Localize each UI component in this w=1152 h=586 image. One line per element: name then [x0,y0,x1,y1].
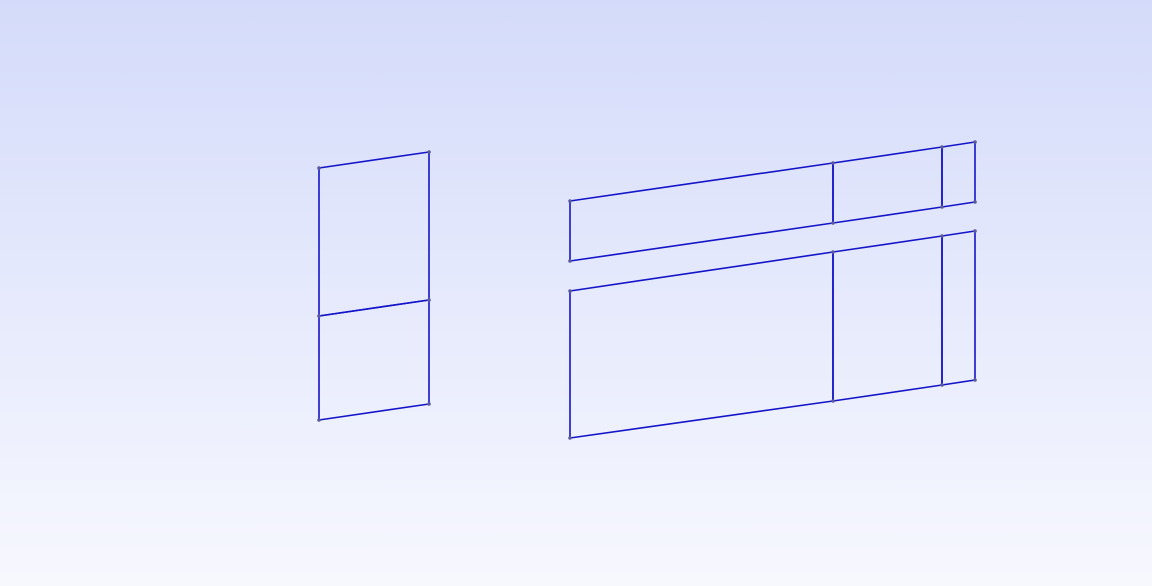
mesh-vertex [973,140,977,144]
mesh-vertices-lower-block [568,229,977,440]
mesh-part-right-upper-strip[interactable] [568,140,977,263]
mesh-vertex [568,436,572,440]
mesh-vertex [973,378,977,382]
mesh-face-block-c[interactable] [941,230,976,386]
mesh-face-block-a[interactable] [569,251,834,439]
mesh-face-strip-a[interactable] [569,162,834,262]
mesh-vertex [427,150,431,154]
mesh-vertex [427,402,431,406]
mesh-face-block-b[interactable] [832,235,943,402]
mesh-vertices-upper-strip [568,140,977,263]
mesh-part-left-panel[interactable] [317,150,431,422]
mesh-vertex [568,289,572,293]
mesh-face-left-upper[interactable] [318,151,430,317]
mesh-vertex [568,199,572,203]
mesh-face-strip-c[interactable] [941,141,976,208]
mesh-vertex [940,205,944,209]
mesh-part-right-lower-block[interactable] [568,229,977,440]
mesh-vertex [831,221,835,225]
mesh-vertices-left [317,150,431,422]
mesh-vertex [940,234,944,238]
mesh-vertex [940,383,944,387]
mesh-vertex [317,314,321,318]
mesh-face-strip-b[interactable] [832,146,943,224]
mesh-vertex [427,298,431,302]
mesh-vertex [831,161,835,165]
mesh-face-left-lower[interactable] [318,299,430,421]
mesh-vertex [568,259,572,263]
mesh-vertex [831,399,835,403]
mesh-vertex [317,166,321,170]
mesh-vertex [940,145,944,149]
mesh-vertex [973,200,977,204]
mesh-vertex [317,418,321,422]
mesh-vertex [973,229,977,233]
mesh-vertex [831,250,835,254]
